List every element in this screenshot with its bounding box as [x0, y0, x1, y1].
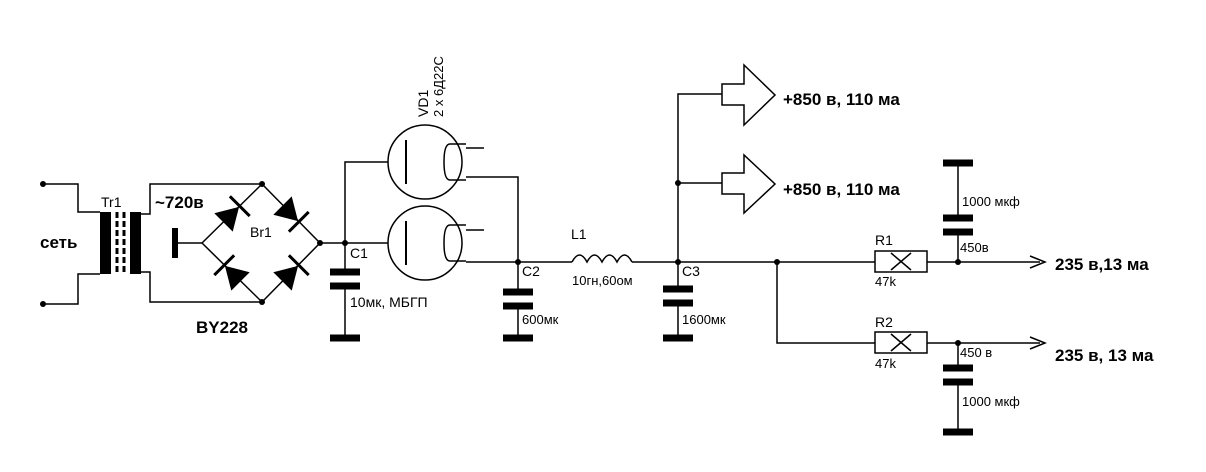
r1-name: R1 — [875, 232, 893, 248]
c-top-voltage: 450в — [960, 240, 989, 255]
output-arrow-1 — [721, 63, 777, 127]
secondary-winding — [130, 212, 141, 274]
c1-name: C1 — [350, 245, 368, 261]
primary-winding — [100, 212, 111, 274]
tube-upper — [387, 124, 463, 200]
mains-label: сеть — [40, 233, 77, 252]
c2-value: 600мк — [522, 312, 559, 327]
bridge-rectifier-br1: Br1 BY228 — [172, 181, 323, 337]
resistor-r1: R1 47k — [874, 232, 928, 289]
transformer-tr1: Tr1 ~720в — [100, 183, 262, 303]
rectifier-tubes-vd1: VD1 2 x 6Д22С — [344, 56, 519, 281]
l1-name: L1 — [571, 226, 587, 242]
capacitor-top-filter: 1000 мкф 450в — [943, 159, 1020, 262]
c-bot-value: 1000 мкф — [962, 394, 1020, 409]
ac-voltage-label: ~720в — [155, 193, 204, 212]
resistor-r2: R2 47k — [874, 314, 928, 371]
output-2-label: +850 в, 110 ма — [783, 180, 900, 199]
r1-value: 47k — [875, 274, 896, 289]
output-4-label: 235 в, 13 ма — [1055, 346, 1154, 365]
tube-name: VD1 — [415, 90, 431, 117]
tube-lower — [387, 205, 463, 281]
inductor-l1: L1 10гн,60ом — [518, 226, 678, 288]
capacitor-c3: C3 1600мк — [663, 259, 726, 342]
transformer-label: Tr1 — [101, 194, 122, 210]
tube-type: 2 x 6Д22С — [431, 56, 446, 117]
c3-name: C3 — [682, 263, 700, 279]
bridge-label: Br1 — [250, 224, 272, 240]
l1-value: 10гн,60ом — [572, 273, 633, 288]
bridge-diode-ur — [273, 196, 310, 233]
r2-name: R2 — [875, 314, 893, 330]
c3-value: 1600мк — [682, 312, 726, 327]
c2-name: C2 — [522, 263, 540, 279]
mains-input: сеть — [40, 181, 100, 307]
capacitor-bottom-filter: 450 в 1000 мкф — [943, 343, 1020, 436]
capacitor-c1: C1 10мк, МБГП — [320, 240, 428, 342]
output-arrow-2 — [721, 153, 777, 215]
bridge-diode-ul — [214, 195, 251, 232]
c-bot-voltage: 450 в — [960, 345, 992, 360]
hv-outputs: +850 в, 110 ма +850 в, 110 ма — [675, 63, 900, 262]
c1-value: 10мк, МБГП — [350, 294, 428, 310]
output-1-label: +850 в, 110 ма — [783, 90, 900, 109]
bridge-diode-ll — [213, 254, 250, 291]
bridge-diode-lr — [273, 254, 310, 291]
output-3-label: 235 в,13 ма — [1055, 255, 1149, 274]
bridge-part-label: BY228 — [196, 318, 248, 337]
capacitor-c2: C2 600мк — [503, 259, 559, 342]
lv-branches: R1 47k 235 в,13 ма 1000 мкф 450в R2 47k — [678, 159, 1154, 436]
c-top-value: 1000 мкф — [962, 194, 1020, 209]
r2-value: 47k — [875, 356, 896, 371]
